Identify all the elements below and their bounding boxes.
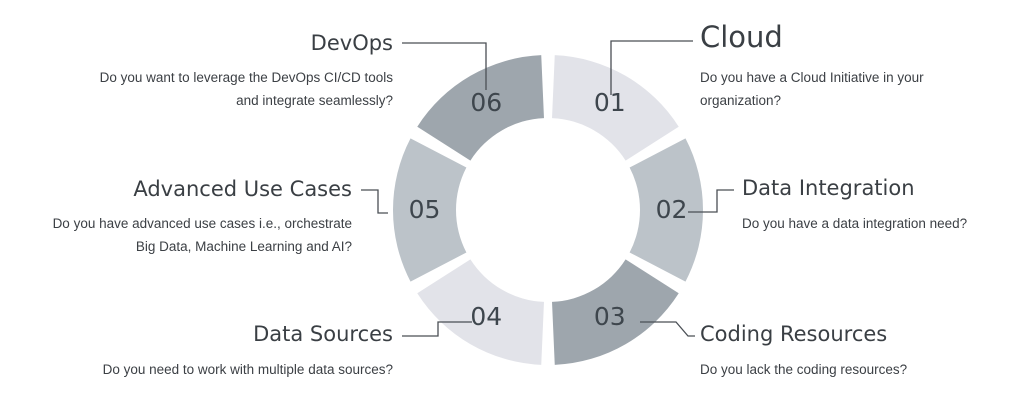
segment-number-04: 04 bbox=[470, 302, 502, 331]
title-cloud: Cloud bbox=[700, 20, 783, 54]
segment-number-06: 06 bbox=[470, 88, 502, 117]
desc-coding-resources-line-1: Do you lack the coding resources? bbox=[700, 362, 908, 377]
segment-advanced-use-cases bbox=[392, 138, 467, 282]
desc-devops-line-1: Do you want to leverage the DevOps CI/CD… bbox=[99, 70, 393, 85]
desc-data-sources-line-1: Do you need to work with multiple data s… bbox=[102, 362, 393, 377]
title-data-sources: Data Sources bbox=[253, 322, 393, 346]
desc-devops-line-2: and integrate seamlessly? bbox=[236, 93, 393, 108]
segment-number-02: 02 bbox=[656, 195, 688, 224]
title-data-integration: Data Integration bbox=[742, 176, 915, 200]
connector-advanced-use-cases bbox=[361, 189, 388, 214]
desc-advanced-use-cases: Do you have advanced use cases i.e., orc… bbox=[53, 212, 352, 258]
connector-data-integration bbox=[688, 189, 734, 213]
desc-cloud-line-1: Do you have a Cloud Initiative in your bbox=[700, 70, 924, 85]
desc-devops: Do you want to leverage the DevOps CI/CD… bbox=[100, 66, 393, 112]
title-advanced-use-cases: Advanced Use Cases bbox=[133, 177, 352, 201]
desc-data-sources: Do you need to work with multiple data s… bbox=[103, 358, 393, 381]
segment-devops bbox=[417, 55, 544, 161]
title-devops: DevOps bbox=[310, 31, 393, 55]
segment-data-sources bbox=[417, 259, 544, 365]
segment-cloud bbox=[552, 55, 679, 161]
desc-data-integration-line-1: Do you have a data integration need? bbox=[742, 216, 968, 231]
segment-coding-resources bbox=[552, 259, 679, 365]
title-coding-resources: Coding Resources bbox=[700, 322, 888, 346]
desc-coding-resources: Do you lack the coding resources? bbox=[700, 358, 907, 381]
desc-advanced-use-cases-line-2: Big Data, Machine Learning and AI? bbox=[135, 239, 352, 254]
connector-cloud bbox=[610, 40, 693, 95]
segment-number-01: 01 bbox=[594, 88, 626, 117]
connector-coding-resources bbox=[640, 321, 695, 337]
connector-devops bbox=[402, 42, 487, 90]
segment-number-03: 03 bbox=[594, 302, 626, 331]
segment-number-05: 05 bbox=[409, 195, 441, 224]
connector-data-sources bbox=[402, 321, 472, 337]
desc-advanced-use-cases-line-1: Do you have advanced use cases i.e., orc… bbox=[52, 216, 352, 231]
desc-data-integration: Do you have a data integration need? bbox=[742, 212, 967, 235]
desc-cloud-line-2: organization? bbox=[700, 93, 782, 108]
segment-data-integration bbox=[629, 138, 703, 282]
desc-cloud: Do you have a Cloud Initiative in your o… bbox=[700, 66, 924, 112]
